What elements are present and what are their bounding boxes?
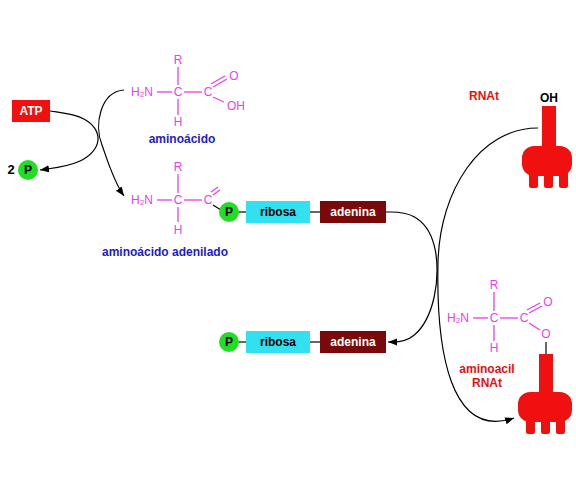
chemical-symbol: H [174,115,183,129]
node-text: adenina [330,335,375,349]
adenine-box: adenina [320,201,386,223]
compound-name: RNAt [469,89,499,103]
chemical-symbol: H [490,341,499,355]
compound-name: aminoacil RNAt [458,362,516,390]
bond-line [310,211,320,212]
ribose-box: ribosa [246,201,310,223]
phosphate-circle: P [219,202,239,222]
node-text: P [24,163,32,177]
node-text: ribosa [260,335,296,349]
node-text: ATP [19,104,42,118]
chemical-symbol: O [543,295,552,309]
count-number: 2 [7,163,14,177]
chemical-symbol: C [204,193,213,207]
chemical-symbol: O [541,327,550,341]
reaction-arrow [386,212,437,342]
ribose-box: ribosa [246,331,310,353]
chemical-symbol: H₂N [131,193,153,207]
chemical-symbol: C [204,85,213,99]
node-text: P [225,205,233,219]
phosphate-circle: P [219,332,239,352]
atp-box: ATP [12,100,50,122]
hydroxyl-label: OH [540,91,558,105]
reaction-arrow [438,128,538,421]
bond-line [239,211,246,212]
bond-line [239,341,246,342]
chemical-symbol: H [174,223,183,237]
chemical-symbol: H₂N [131,85,153,99]
chemical-symbol: H₂N [447,311,469,325]
adenine-box: adenina [320,331,386,353]
chemical-symbol: OH [227,99,245,113]
trna-shape [522,106,572,188]
node-text: ribosa [260,205,296,219]
chemical-symbol: R [174,160,183,174]
compound-name: aminoácido adenilado [102,245,228,259]
chemical-symbol: R [490,278,499,292]
node-text: P [225,335,233,349]
aminoacyl-trna-shape [518,354,572,434]
chemical-bonds [157,67,542,341]
reaction-arrow [99,90,124,196]
chemical-symbol: C [174,193,183,207]
chemical-symbol: C [520,311,529,325]
chemical-symbol: O [229,69,238,83]
chemical-symbol: R [174,53,183,67]
ester-bond [545,342,546,355]
phosphate-circle: P [18,160,38,180]
chemical-symbol: C [490,311,499,325]
compound-name: aminoácido [149,132,216,146]
node-text: adenina [330,205,375,219]
chemical-symbol: C [174,85,183,99]
bond-line [310,341,320,342]
